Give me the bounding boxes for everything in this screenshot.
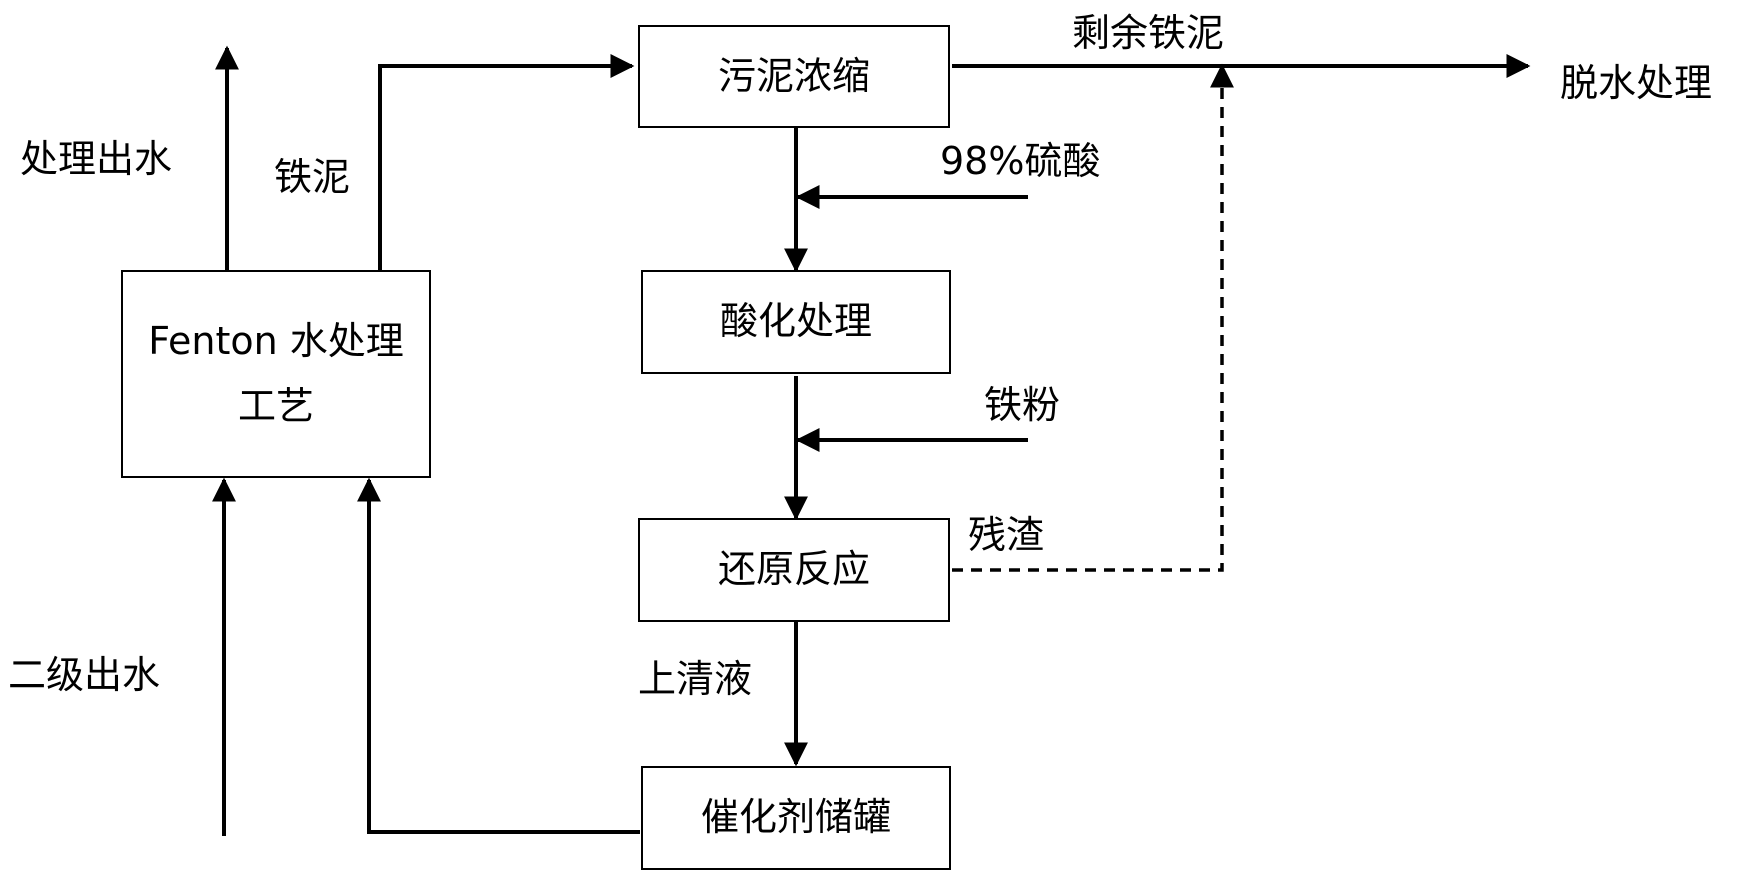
sulfuric-acid-label: 98%硫酸 bbox=[940, 139, 1101, 183]
iron-sludge-label: 铁泥 bbox=[274, 155, 351, 199]
acidification-box: 酸化处理 bbox=[641, 270, 951, 374]
catalyst-tank-label: 催化剂储罐 bbox=[700, 795, 891, 840]
treated-effluent-label: 处理出水 bbox=[20, 137, 173, 181]
iron-powder-label: 铁粉 bbox=[984, 383, 1061, 427]
arrow-catalyst-return bbox=[357, 477, 640, 834]
supernatant-label: 上清液 bbox=[638, 657, 753, 701]
residue-label: 残渣 bbox=[968, 513, 1045, 557]
reduction-reaction-box: 还原反应 bbox=[638, 518, 950, 622]
catalyst-tank-box: 催化剂储罐 bbox=[641, 766, 951, 870]
arrow-residue-dashed bbox=[952, 63, 1234, 572]
sludge-thickening-box: 污泥浓缩 bbox=[638, 25, 950, 128]
secondary-effluent-label: 二级出水 bbox=[8, 653, 161, 697]
fenton-process-label: Fenton 水处理工艺 bbox=[148, 319, 404, 428]
dewatering-label: 脱水处理 bbox=[1560, 61, 1713, 105]
reduction-reaction-label: 还原反应 bbox=[717, 547, 870, 592]
remaining-iron-sludge-label: 剩余铁泥 bbox=[1072, 11, 1225, 55]
arrow-iron-sludge bbox=[378, 54, 635, 270]
fenton-process-box: Fenton 水处理工艺 bbox=[121, 270, 431, 478]
sludge-thickening-label: 污泥浓缩 bbox=[717, 53, 870, 98]
acidification-label: 酸化处理 bbox=[719, 299, 872, 344]
